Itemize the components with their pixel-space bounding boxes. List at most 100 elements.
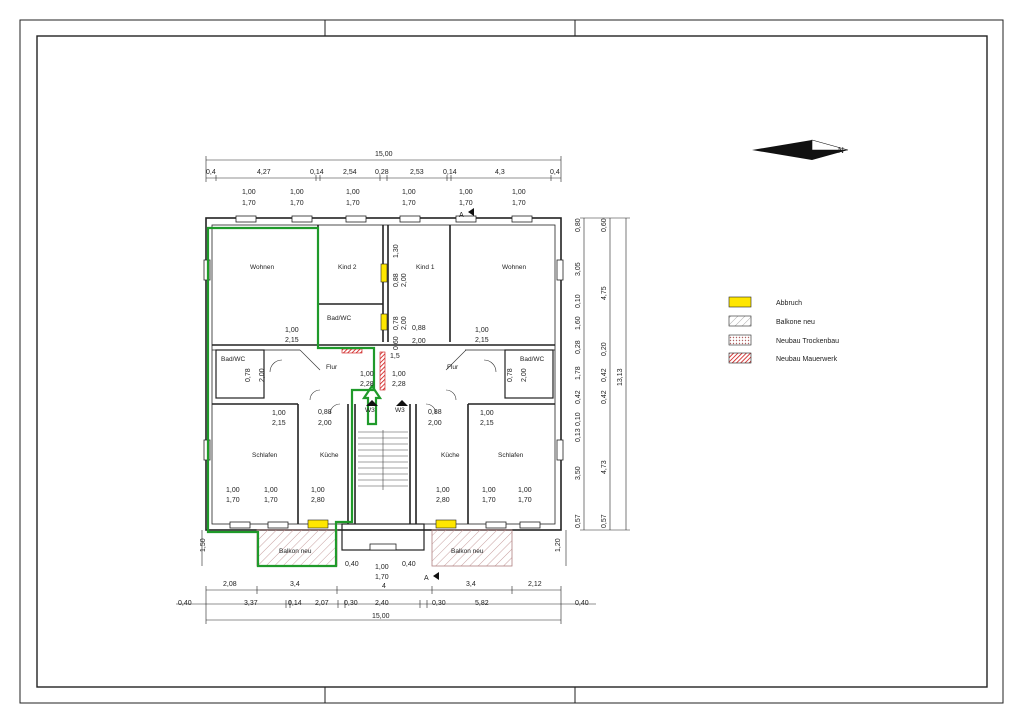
dim-right-chain2: 0,42 bbox=[601, 390, 608, 404]
dim-interior: 1,5 bbox=[390, 353, 400, 360]
room-badwc-center: Bad/WC bbox=[327, 315, 352, 322]
section-markers: A A bbox=[424, 208, 474, 582]
room-labels: Wohnen Kind 2 Kind 1 Wohnen Bad/WC Bad/W… bbox=[221, 264, 545, 555]
dim-interior: 2,15 bbox=[475, 337, 489, 344]
dim-interior: 1,70 bbox=[264, 497, 278, 504]
room-kind2: Kind 2 bbox=[338, 264, 357, 271]
dim-bottom-row2: 0,14 bbox=[288, 600, 302, 607]
dim-interior: 1,00 bbox=[360, 371, 374, 378]
room-flur-left: Flur bbox=[326, 364, 338, 371]
dim-interior: 2,00 bbox=[412, 338, 426, 345]
dim-balcony-left: 1,50 bbox=[200, 538, 207, 552]
dimension-labels: 15,00 0,4 4,27 0,14 2,54 0,28 2,53 0,14 … bbox=[178, 151, 624, 620]
dim-interior: 2,00 bbox=[521, 368, 528, 382]
dim-bottom-total: 15,00 bbox=[372, 613, 390, 620]
dim-bottom-row1: 3,4 bbox=[290, 581, 300, 588]
legend-swatch-trockenbau bbox=[728, 334, 752, 346]
dim-top-chain: 0,28 bbox=[375, 169, 389, 176]
dim-interior: 1,00 bbox=[264, 487, 278, 494]
entry-arrows bbox=[366, 400, 408, 406]
sheet-frame bbox=[19, 19, 1004, 704]
dim-interior: 1,00 bbox=[226, 487, 240, 494]
dim-interior: 2,15 bbox=[480, 420, 494, 427]
room-kueche-right: Küche bbox=[441, 452, 460, 459]
dim-right-chain2: 0,57 bbox=[601, 514, 608, 528]
dim-interior: 1,00 bbox=[436, 487, 450, 494]
dim-interior: 2,80 bbox=[311, 497, 325, 504]
dim-bottom-row1: 4 bbox=[382, 583, 386, 590]
dim-interior: 2,00 bbox=[401, 273, 408, 287]
dim-right-chain: 1,78 bbox=[575, 366, 582, 380]
dim-window: 1,00 bbox=[346, 189, 360, 196]
dim-interior: 0,88 bbox=[318, 409, 332, 416]
door-swings bbox=[269, 349, 497, 415]
dim-bottom-row2: 5,82 bbox=[475, 600, 489, 607]
dim-window: 1,00 bbox=[459, 189, 473, 196]
dim-interior: 1,70 bbox=[518, 497, 532, 504]
room-wohnen-right: Wohnen bbox=[502, 264, 526, 271]
dim-window: 1,70 bbox=[402, 200, 416, 207]
room-kind1: Kind 1 bbox=[416, 264, 435, 271]
dim-interior: 1,70 bbox=[226, 497, 240, 504]
dim-interior: 2,15 bbox=[272, 420, 286, 427]
legend-label-trockenbau: Neubau Trockenbau bbox=[776, 338, 839, 345]
dim-bottom-row2: 0,30 bbox=[432, 600, 446, 607]
dim-interior: 1,30 bbox=[393, 244, 400, 258]
dim-window: 1,00 bbox=[290, 189, 304, 196]
staircase bbox=[358, 430, 408, 490]
dim-interior: 0,88 bbox=[428, 409, 442, 416]
dim-bottom-row1: 1,70 bbox=[375, 574, 389, 581]
legend-label-balkone: Balkone neu bbox=[776, 319, 815, 326]
room-kueche-left: Küche bbox=[320, 452, 339, 459]
dim-interior: 2,00 bbox=[318, 420, 332, 427]
dim-interior: 1,00 bbox=[518, 487, 532, 494]
dim-window: 1,70 bbox=[242, 200, 256, 207]
dim-interior: 2,00 bbox=[401, 316, 408, 330]
legend-label-abbruch: Abbruch bbox=[776, 300, 802, 307]
dim-top-chain: 0,4 bbox=[550, 169, 560, 176]
dim-right-total: 13,13 bbox=[617, 368, 624, 386]
dim-stair: 0,40 bbox=[345, 561, 359, 568]
dim-window: 1,00 bbox=[512, 189, 526, 196]
north-arrow-icon: N bbox=[752, 139, 849, 160]
dim-interior: 0,88 bbox=[393, 273, 400, 287]
dim-right-chain2: 0,60 bbox=[601, 218, 608, 232]
dim-interior: 0,60 bbox=[393, 336, 400, 350]
room-flur-right: Flur bbox=[447, 364, 459, 371]
dim-interior: 1,00 bbox=[482, 487, 496, 494]
dim-interior: 0,78 bbox=[507, 368, 514, 382]
dim-interior: 1,00 bbox=[480, 410, 494, 417]
dim-window: 1,00 bbox=[242, 189, 256, 196]
dim-bottom-row1: 2,08 bbox=[223, 581, 237, 588]
dim-interior: 1,00 bbox=[285, 327, 299, 334]
label-w3-left: W3 bbox=[365, 407, 375, 414]
dim-right-chain: 0,13 bbox=[575, 428, 582, 442]
dim-stair: 0,40 bbox=[402, 561, 416, 568]
room-wohnen-left: Wohnen bbox=[250, 264, 274, 271]
dim-bottom-row1: 1,00 bbox=[375, 564, 389, 571]
dim-top-chain: 0,14 bbox=[310, 169, 324, 176]
dim-bottom-row1: 3,4 bbox=[466, 581, 476, 588]
dim-interior: 2,28 bbox=[392, 381, 406, 388]
dim-right-chain: 3,50 bbox=[575, 466, 582, 480]
legend-label-mauerwerk: Neubau Mauerwerk bbox=[776, 356, 838, 363]
dim-interior: 2,80 bbox=[436, 497, 450, 504]
balcony-right bbox=[431, 529, 513, 567]
dim-right-chain2: 0,42 bbox=[601, 368, 608, 382]
dim-bottom-row1: 2,12 bbox=[528, 581, 542, 588]
dim-top-chain: 0,14 bbox=[443, 169, 457, 176]
room-badwc-right: Bad/WC bbox=[520, 356, 545, 363]
dim-bottom-row2: 2,07 bbox=[315, 600, 329, 607]
abbruch-marks bbox=[307, 263, 457, 529]
dim-window: 1,70 bbox=[346, 200, 360, 207]
dim-window: 1,70 bbox=[459, 200, 473, 207]
legend-swatch-abbruch bbox=[728, 296, 752, 308]
dim-bottom-row2: 0,30 bbox=[344, 600, 358, 607]
dim-top-total: 15,00 bbox=[375, 151, 393, 158]
dimension-lines bbox=[176, 156, 630, 624]
dim-interior: 1,00 bbox=[272, 410, 286, 417]
dim-interior: 0,78 bbox=[245, 368, 252, 382]
dim-window: 1,70 bbox=[512, 200, 526, 207]
dim-right-chain2: 4,75 bbox=[601, 286, 608, 300]
